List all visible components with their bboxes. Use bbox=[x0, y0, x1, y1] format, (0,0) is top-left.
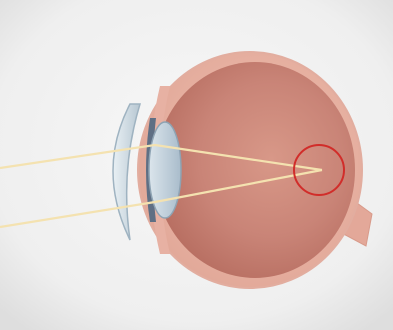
lens bbox=[149, 122, 181, 218]
retina bbox=[155, 62, 355, 278]
